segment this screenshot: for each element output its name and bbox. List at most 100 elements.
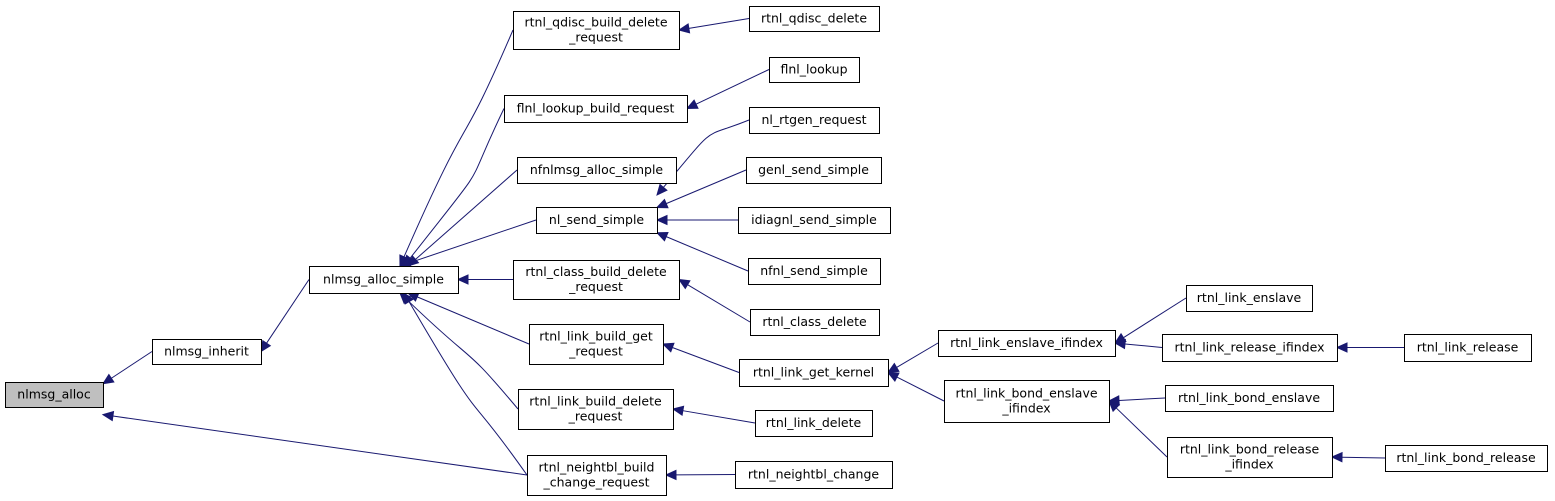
node-rtnl-link-release-ifindex[interactable]: rtnl_link_release_ifindex xyxy=(1162,334,1338,362)
node-box[interactable] xyxy=(739,359,889,387)
node-box[interactable] xyxy=(1162,334,1338,362)
node-label: nfnl_send_simple xyxy=(760,263,868,278)
node-nfnlmsg-alloc-simple[interactable]: nfnlmsg_alloc_simple xyxy=(517,157,677,184)
node-label: rtnl_link_bond_enslave xyxy=(1178,390,1320,405)
edge-rtnl_link_release-to-rtnl_link_release_ifindex xyxy=(1335,342,1404,353)
node-box[interactable] xyxy=(1385,445,1548,472)
node-rtnl-qdisc-build-delete-request[interactable]: rtnl_qdisc_build_delete_request xyxy=(513,11,680,50)
node-rtnl-link-build-get-request[interactable]: rtnl_link_build_get_request xyxy=(529,324,664,365)
node-box[interactable] xyxy=(309,266,459,294)
node-flnl-lookup-build-request[interactable]: flnl_lookup_build_request xyxy=(504,95,688,123)
node-box[interactable] xyxy=(750,309,880,336)
node-box[interactable] xyxy=(152,339,262,365)
node-box[interactable] xyxy=(5,382,104,408)
node-label: _ifindex xyxy=(1001,401,1050,416)
edge-nfnlmsg_alloc_simple-to-nlmsg_alloc_simple xyxy=(407,169,518,267)
node-box[interactable] xyxy=(755,410,873,437)
node-nlmsg-alloc[interactable]: nlmsg_alloc xyxy=(5,382,104,408)
node-rtnl-link-enslave-ifindex[interactable]: rtnl_link_enslave_ifindex xyxy=(938,330,1116,357)
edge-arrowhead-icon xyxy=(664,469,677,481)
node-box[interactable] xyxy=(749,107,880,134)
edge-nfnl_send_simple-to-nl_send_simple xyxy=(655,231,749,272)
node-rtnl-neightbl-build-change-request[interactable]: rtnl_neightbl_build_change_request xyxy=(527,455,667,496)
edge-arrowhead-icon xyxy=(101,373,115,385)
node-label: rtnl_link_enslave_ifindex xyxy=(950,335,1103,350)
node-nfnl-send-simple[interactable]: nfnl_send_simple xyxy=(748,258,881,285)
node-nlmsg-inherit[interactable]: nlmsg_inherit xyxy=(152,339,262,365)
node-rtnl-qdisc-delete[interactable]: rtnl_qdisc_delete xyxy=(749,6,880,32)
node-box[interactable] xyxy=(748,258,881,285)
nodes-layer: nlmsg_alloc nlmsg_inherit nlmsg_alloc_simp… xyxy=(5,6,1548,496)
node-box[interactable] xyxy=(749,6,880,32)
edge-line xyxy=(666,169,747,205)
edge-line xyxy=(406,299,519,410)
node-label: _request xyxy=(568,279,623,294)
node-box[interactable] xyxy=(536,207,658,234)
edge-rtnl_link_release_ifindex-to-rtnl_link_enslave_ifindex xyxy=(1113,338,1163,350)
node-label: _request xyxy=(568,409,623,424)
edge-rtnl_link_bond_release_ifindex-to-rtnl_link_bond_enslave_ifindex xyxy=(1108,400,1168,458)
node-rtnl-neightbl-change[interactable]: rtnl_neightbl_change xyxy=(735,461,893,489)
node-box[interactable] xyxy=(518,389,674,430)
node-box[interactable] xyxy=(738,207,891,234)
node-box[interactable] xyxy=(517,157,677,184)
node-box[interactable] xyxy=(513,260,680,300)
node-genl-send-simple[interactable]: genl_send_simple xyxy=(746,157,882,184)
node-box[interactable] xyxy=(527,455,667,496)
edge-rtnl_link_delete-to-rtnl_link_build_delete_request xyxy=(671,405,756,424)
edge-arrowhead-icon xyxy=(1335,342,1348,353)
node-box[interactable] xyxy=(1165,385,1334,412)
node-rtnl-link-release[interactable]: rtnl_link_release xyxy=(1404,334,1532,362)
node-rtnl-link-delete[interactable]: rtnl_link_delete xyxy=(755,410,873,437)
node-box[interactable] xyxy=(938,330,1116,357)
node-label: rtnl_link_bond_release xyxy=(1396,450,1536,465)
node-rtnl-class-delete[interactable]: rtnl_class_delete xyxy=(750,309,880,336)
edge-arrowhead-icon xyxy=(1108,400,1121,413)
node-rtnl-link-build-delete-request[interactable]: rtnl_link_build_delete_request xyxy=(518,389,674,430)
node-label: nl_send_simple xyxy=(549,212,645,227)
node-box[interactable] xyxy=(1167,437,1333,478)
node-rtnl-link-enslave[interactable]: rtnl_link_enslave xyxy=(1186,285,1313,312)
edge-nlmsg_inherit-to-nlmsg_alloc xyxy=(101,351,153,385)
edge-arrowhead-icon xyxy=(655,231,669,242)
node-label: genl_send_simple xyxy=(758,162,869,177)
node-rtnl-class-build-delete-request[interactable]: rtnl_class_build_delete_request xyxy=(513,260,680,300)
node-box[interactable] xyxy=(513,11,680,50)
edge-rtnl_neightbl_build_change_request-to-nlmsg_alloc_simple xyxy=(403,291,528,476)
node-label: rtnl_class_delete xyxy=(762,314,867,329)
edge-rtnl_link_enslave_ifindex-to-rtnl_link_get_kernel xyxy=(886,342,939,374)
node-rtnl-link-bond-enslave-ifindex[interactable]: rtnl_link_bond_enslave_ifindex xyxy=(944,380,1110,423)
edge-arrowhead-icon xyxy=(661,342,675,353)
node-rtnl-link-bond-enslave[interactable]: rtnl_link_bond_enslave xyxy=(1165,385,1334,412)
node-nl-send-simple[interactable]: nl_send_simple xyxy=(536,207,658,234)
node-idiagnl-send-simple[interactable]: idiagnl_send_simple xyxy=(738,207,891,234)
node-rtnl-link-get-kernel[interactable]: rtnl_link_get_kernel xyxy=(739,359,889,387)
node-box[interactable] xyxy=(944,380,1110,423)
edge-arrowhead-icon xyxy=(656,183,668,196)
node-box[interactable] xyxy=(746,157,882,184)
edge-arrowhead-icon xyxy=(671,405,685,416)
node-rtnl-link-bond-release[interactable]: rtnl_link_bond_release xyxy=(1385,445,1548,472)
node-flnl-lookup[interactable]: flnl_lookup xyxy=(769,57,860,83)
edge-line xyxy=(896,376,945,402)
edge-line xyxy=(409,108,505,259)
edge-line xyxy=(672,347,740,373)
edge-arrowhead-icon xyxy=(403,291,414,305)
node-box[interactable] xyxy=(735,461,893,489)
node-rtnl-link-bond-release-ifindex[interactable]: rtnl_link_bond_release_ifindex xyxy=(1167,437,1333,478)
node-nl-rtgen-request[interactable]: nl_rtgen_request xyxy=(749,107,880,134)
edge-arrowhead-icon xyxy=(1113,338,1126,350)
node-box[interactable] xyxy=(769,57,860,83)
node-nlmsg-alloc-simple[interactable]: nlmsg_alloc_simple xyxy=(309,266,459,294)
node-label: rtnl_link_delete xyxy=(766,415,862,430)
node-box[interactable] xyxy=(1186,285,1313,312)
edge-nl_rtgen_request-to-nl_send_simple xyxy=(656,119,750,196)
edge-arrowhead-icon xyxy=(886,371,900,382)
node-box[interactable] xyxy=(529,324,664,365)
node-box[interactable] xyxy=(1404,334,1532,362)
node-label: rtnl_link_build_delete xyxy=(529,394,662,409)
node-label: rtnl_link_build_get xyxy=(539,329,653,344)
node-box[interactable] xyxy=(504,95,688,123)
edge-rtnl_neightbl_build_change_request-to-nlmsg_alloc xyxy=(101,410,528,476)
edge-arrowhead-icon xyxy=(101,410,115,422)
